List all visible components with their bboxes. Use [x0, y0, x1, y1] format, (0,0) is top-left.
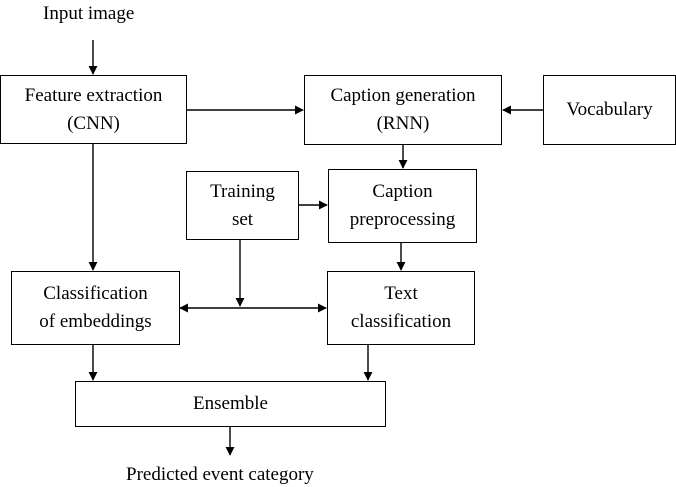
caption-generation-text: Caption generation (RNN) [330, 85, 476, 134]
vocabulary-text: Vocabulary [566, 99, 653, 120]
feature-extraction-box: Feature extraction (CNN) [0, 75, 187, 144]
training-set-text: Training set [210, 180, 275, 230]
text-classification-box: Text classification [327, 271, 475, 345]
ensemble-text: Ensemble [193, 393, 268, 414]
predicted-event-category-label: Predicted event category [126, 464, 314, 485]
input-image-label: Input image [43, 3, 135, 24]
training-set-box: Training set [186, 171, 299, 240]
text-classification-text: Text classification [350, 283, 452, 332]
caption-preprocessing-text: Caption preprocessing [349, 181, 456, 230]
caption-preprocessing-box: Caption preprocessing [328, 169, 477, 243]
feature-extraction-text: Feature extraction (CNN) [24, 84, 163, 134]
classification-embeddings-box: Classification of embeddings [11, 271, 180, 345]
vocabulary-box: Vocabulary [543, 75, 676, 145]
caption-generation-box: Caption generation (RNN) [304, 75, 502, 145]
classification-embeddings-text: Classification of embeddings [39, 283, 152, 332]
ensemble-box: Ensemble [75, 381, 386, 427]
